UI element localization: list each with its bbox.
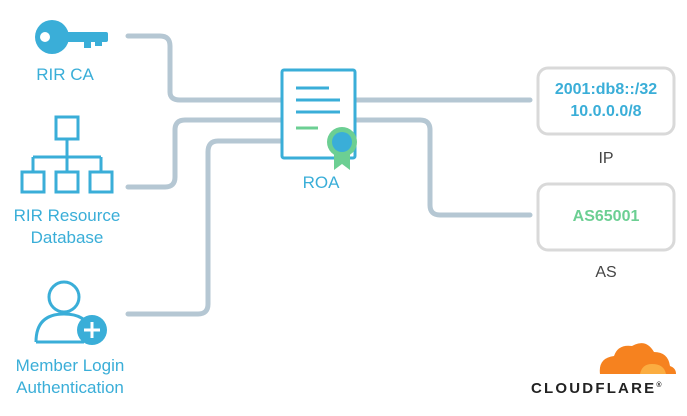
connector-member-to-roa [125,138,285,317]
ip-box-values: 2001:db8::/32 10.0.0.0/8 [538,79,674,123]
cloudflare-logo: CLOUDFLARE® [531,380,681,397]
as-box [536,182,676,252]
member-label-line1: Member Login [15,356,125,375]
cloudflare-wordmark: CLOUDFLARE [531,380,657,397]
member-label-line2: Authentication [16,378,124,397]
key-icon [35,20,108,54]
certificate-icon [280,68,357,170]
as-value: AS65001 [572,208,640,225]
connector-lines [125,33,533,317]
rir-db-label-line2: Database [30,228,104,247]
connector-rir-db-to-roa [125,117,285,190]
hierarchy-icon [20,115,114,194]
connector-roa-to-as [352,117,533,218]
user-add-icon [34,280,107,345]
ip-prefix-v4: 10.0.0.0/8 [570,103,642,120]
connector-rir-ca-to-roa [125,33,285,103]
registered-mark: ® [656,382,664,389]
member-label: Member Login Authentication [0,355,140,399]
rir-db-label-line1: RIR Resource [13,206,121,225]
ip-prefix-v6: 2001:db8::/32 [554,81,658,98]
ip-box [536,66,676,136]
rir-db-label: RIR Resource Database [0,205,134,249]
ip-caption: IP [598,150,614,167]
cloudflare-cloud-icon [599,343,676,374]
as-caption: AS [595,264,617,281]
rir-ca-label: RIR CA [36,65,94,84]
roa-label: ROA [302,173,340,192]
